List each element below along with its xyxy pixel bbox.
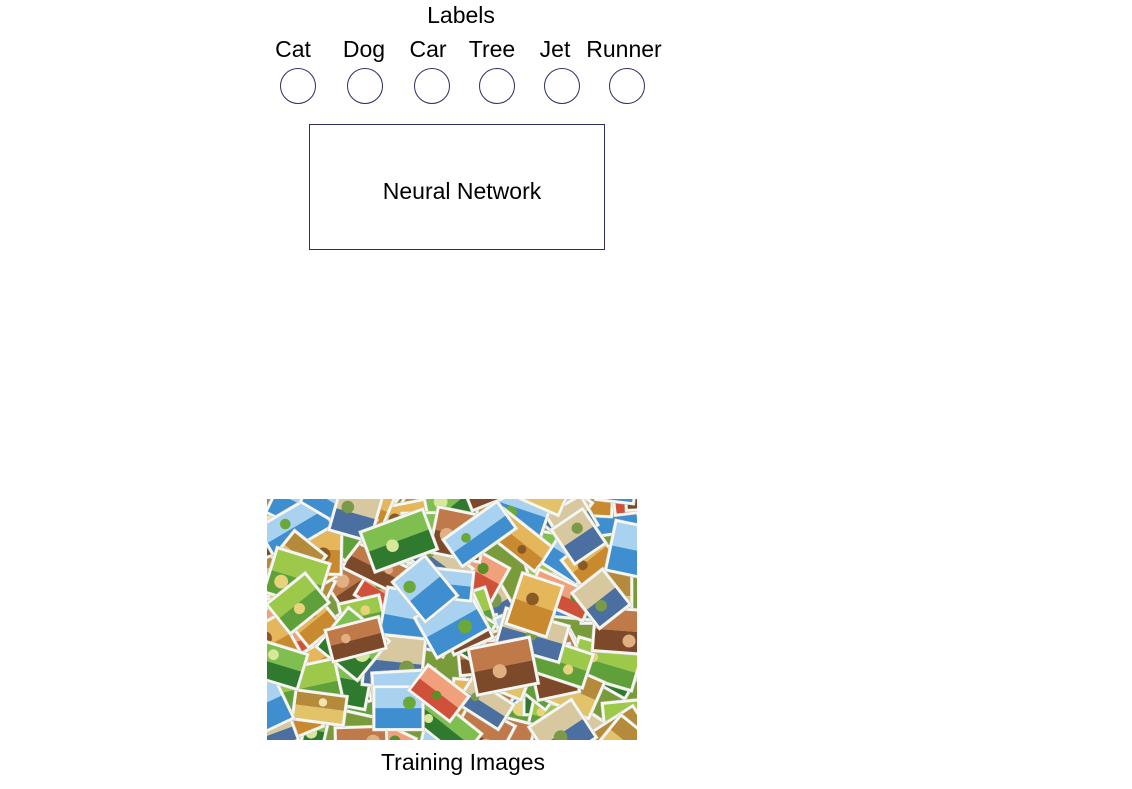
neural-network-label: Neural Network: [382, 178, 542, 204]
training-images-label: Training Images: [380, 749, 546, 775]
collage-photo: [358, 506, 440, 575]
label-runner: Runner: [586, 36, 662, 62]
collage-photo: [569, 566, 633, 631]
collage-photo: [333, 724, 390, 740]
collage-photo: [466, 635, 541, 698]
collage-photo: [593, 499, 637, 506]
collage-photo: [526, 696, 599, 740]
collage-photo: [267, 570, 332, 637]
collage-photo: [440, 499, 519, 570]
label-car: Car: [409, 36, 447, 62]
output-node-tree: [479, 68, 515, 104]
collage-photo: [603, 518, 637, 585]
collage-photo: [290, 687, 350, 728]
label-dog: Dog: [342, 36, 386, 62]
output-node-dog: [347, 68, 383, 104]
label-jet: Jet: [539, 36, 571, 62]
photo-collage-image: [267, 499, 637, 740]
collage-photo: [406, 662, 472, 724]
output-node-cat: [280, 68, 316, 104]
collage-photo: [267, 669, 297, 740]
output-node-runner: [609, 68, 645, 104]
label-cat: Cat: [275, 36, 311, 62]
collage-photo: [548, 506, 609, 567]
collage-photo: [503, 570, 566, 640]
output-node-jet: [544, 68, 580, 104]
collage-photo: [323, 614, 389, 664]
collage-photo: [595, 712, 637, 740]
output-node-car: [414, 68, 450, 104]
training-images-collage: [267, 499, 637, 740]
collage-photo: [390, 553, 460, 625]
label-tree: Tree: [468, 36, 516, 62]
neural-network-box: [309, 124, 605, 250]
collage-photo: [267, 637, 311, 692]
collage-photo: [501, 499, 575, 518]
labels-title: Labels: [427, 2, 495, 28]
